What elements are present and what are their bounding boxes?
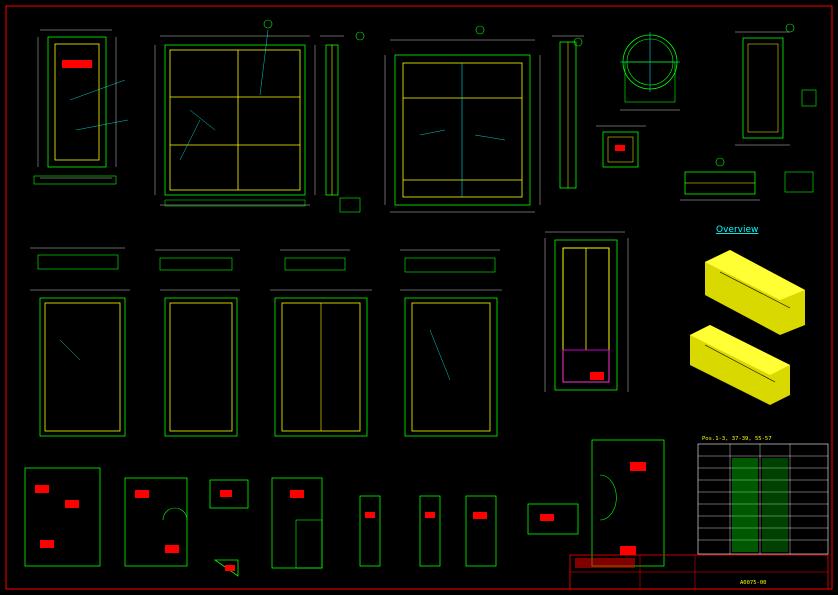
small-plate-view <box>596 125 646 168</box>
main-panel-view-1 <box>154 19 316 207</box>
top-beam-views <box>30 247 500 273</box>
side-profile-view <box>320 31 365 213</box>
end-plate-view <box>735 23 817 146</box>
title-block <box>569 554 829 590</box>
sheet-border <box>5 5 833 590</box>
circular-section-view <box>620 32 680 111</box>
panel-view-bottom-1 <box>30 289 130 437</box>
vertical-member-view <box>552 35 584 189</box>
beam-view <box>680 157 814 201</box>
overview-title: Overview <box>716 225 758 235</box>
drawing-number: A0075-00 <box>740 580 767 586</box>
parts-note: Pos.1-3, 37-39, 55-57 <box>702 436 772 442</box>
main-panel-view-2 <box>384 25 541 213</box>
small-door-panel-view <box>33 29 129 185</box>
overview-isometric <box>690 250 805 405</box>
panel-view-bottom-4 <box>400 289 502 437</box>
panel-view-bottom-2 <box>160 289 240 437</box>
door-view <box>544 231 629 392</box>
panel-view-bottom-3 <box>270 289 372 437</box>
parts-list-table <box>697 443 829 555</box>
